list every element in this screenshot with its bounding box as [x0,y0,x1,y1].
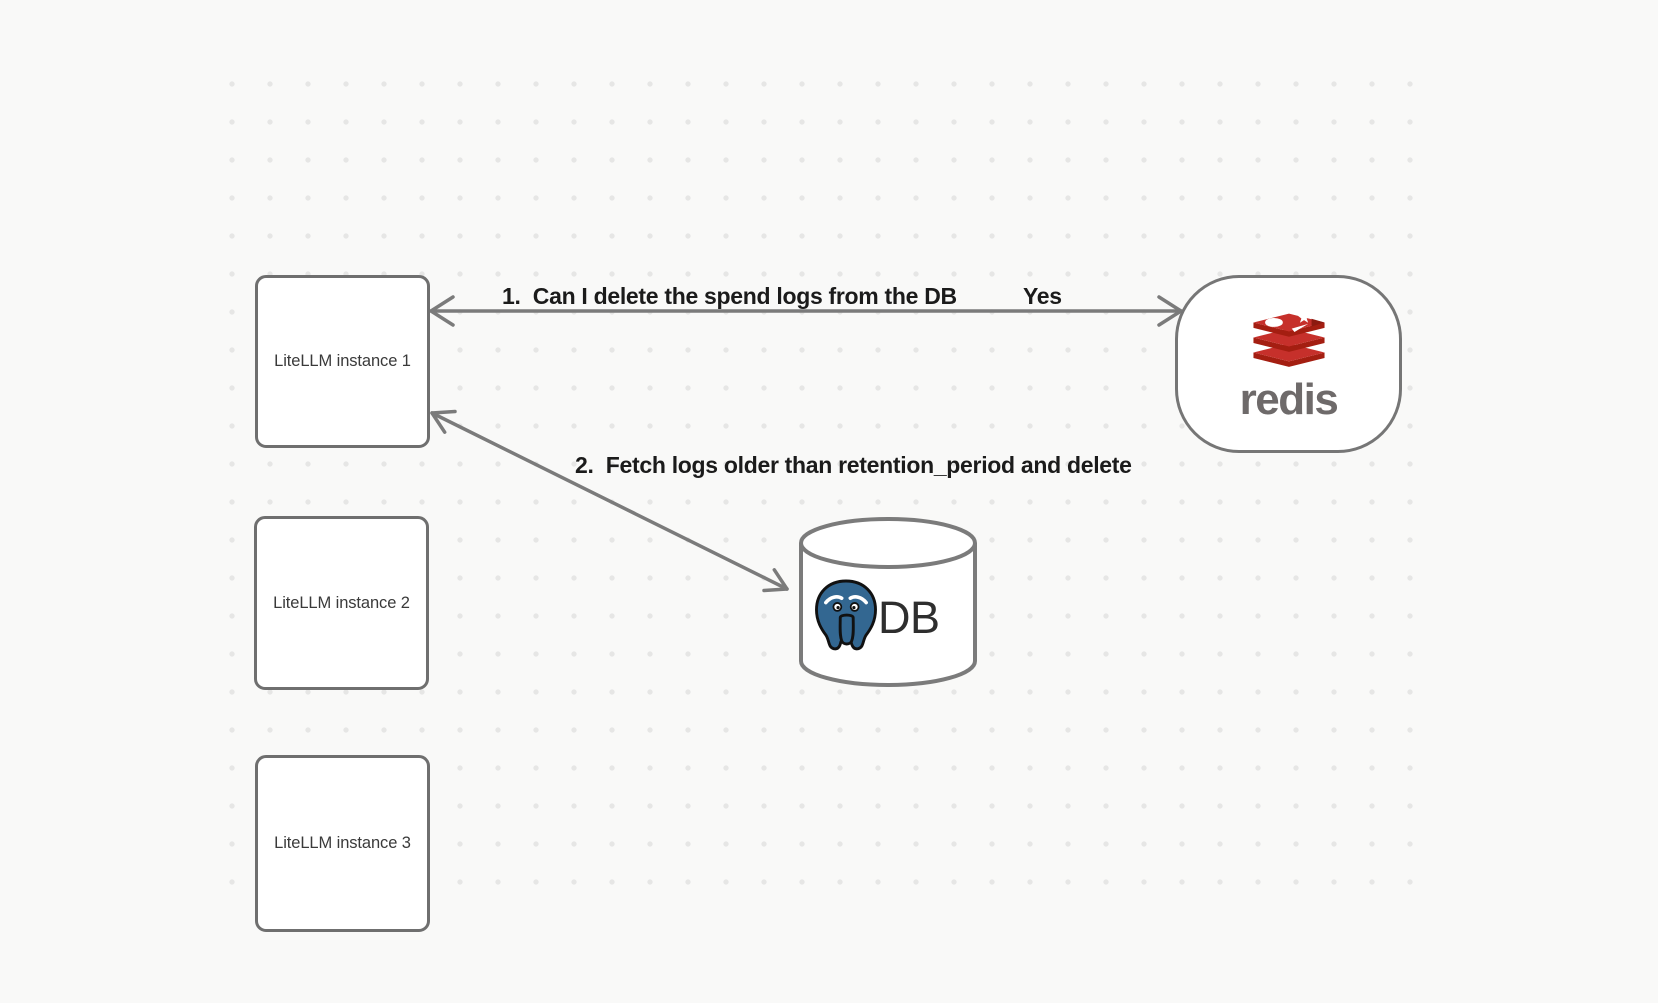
node-label: LiteLLM instance 2 [273,593,410,612]
redis-logo-icon [1248,310,1330,380]
node-label: LiteLLM instance 3 [274,834,411,852]
redis-wordmark: redis [1239,375,1339,424]
postgresql-elephant-icon [810,578,882,656]
database-label: DB [878,591,940,643]
node-litellm-instance-3[interactable]: LiteLLM instance 3 [255,755,430,932]
node-database-cylinder[interactable] [795,513,981,689]
edge-label-delete-spend-logs: 1. Can I delete the spend logs from the … [502,283,957,309]
node-litellm-instance-1[interactable]: LiteLLM instance 1 [255,275,430,448]
node-litellm-instance-2[interactable]: LiteLLM instance 2 [254,516,429,690]
node-label: LiteLLM instance 1 [274,352,411,370]
node-redis[interactable]: redis [1175,275,1402,453]
edge-label-fetch-logs: 2. Fetch logs older than retention_perio… [575,452,1132,478]
database-content: DB [810,578,940,656]
edge-label-yes: Yes [1023,283,1062,309]
